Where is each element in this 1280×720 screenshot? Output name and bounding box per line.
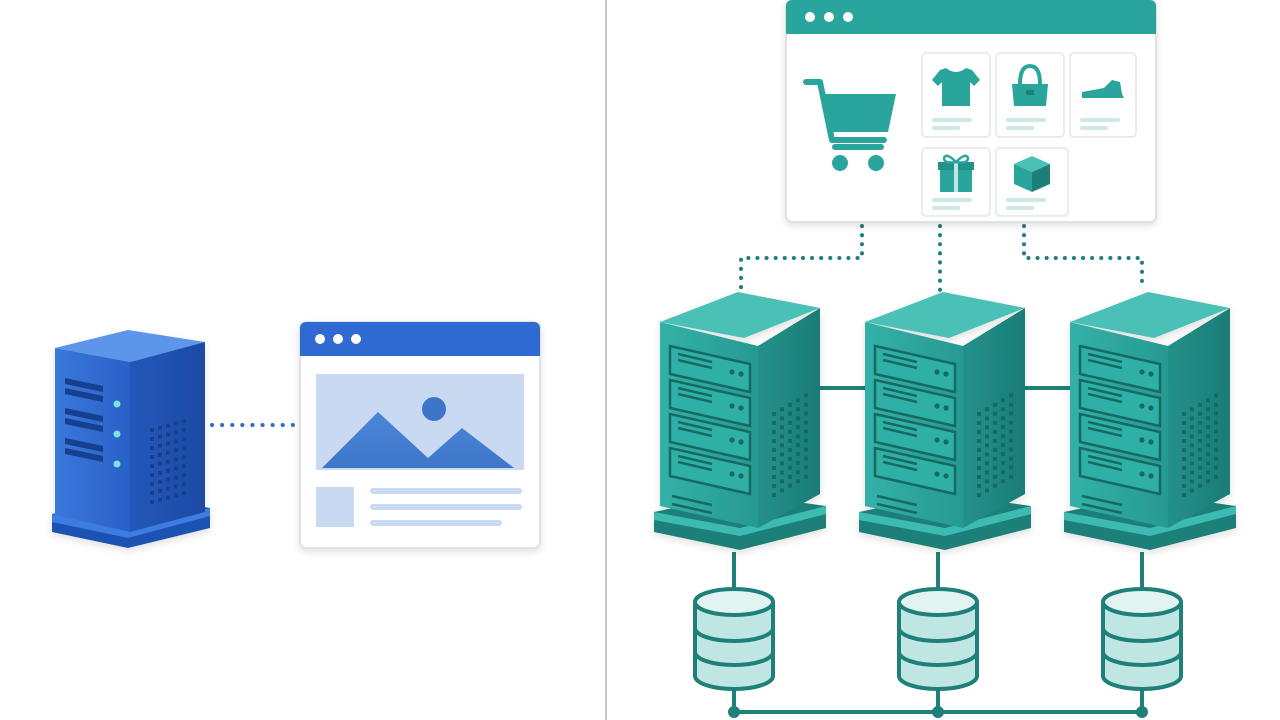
database-icon <box>693 587 775 691</box>
image-placeholder-icon <box>316 374 524 470</box>
window-dots <box>805 12 853 22</box>
box-icon <box>1014 156 1050 192</box>
product-card <box>921 147 991 217</box>
product-card <box>995 147 1069 217</box>
browser-window <box>299 321 541 549</box>
shoe-icon <box>1082 80 1124 98</box>
gift-icon <box>938 154 974 192</box>
rack-server-icon <box>1064 292 1236 550</box>
thumbnail-placeholder <box>316 487 354 527</box>
handbag-icon <box>1012 63 1048 106</box>
server-tower-icon <box>52 330 210 548</box>
window-dots <box>315 334 361 344</box>
t-shirt-icon <box>932 68 980 106</box>
database-icon <box>1101 587 1183 691</box>
store-window <box>785 0 1157 223</box>
rack-server-icon <box>654 292 826 550</box>
text-lines <box>370 488 522 526</box>
rack-server-icon <box>859 292 1031 550</box>
shopping-cart-icon <box>803 79 896 171</box>
bus-nodes <box>728 706 1148 718</box>
database-icon <box>897 587 979 691</box>
dotted-connectors <box>739 224 1144 292</box>
product-card <box>921 52 991 138</box>
database-links <box>732 552 1144 714</box>
product-card <box>995 52 1065 138</box>
product-card <box>1069 52 1137 138</box>
